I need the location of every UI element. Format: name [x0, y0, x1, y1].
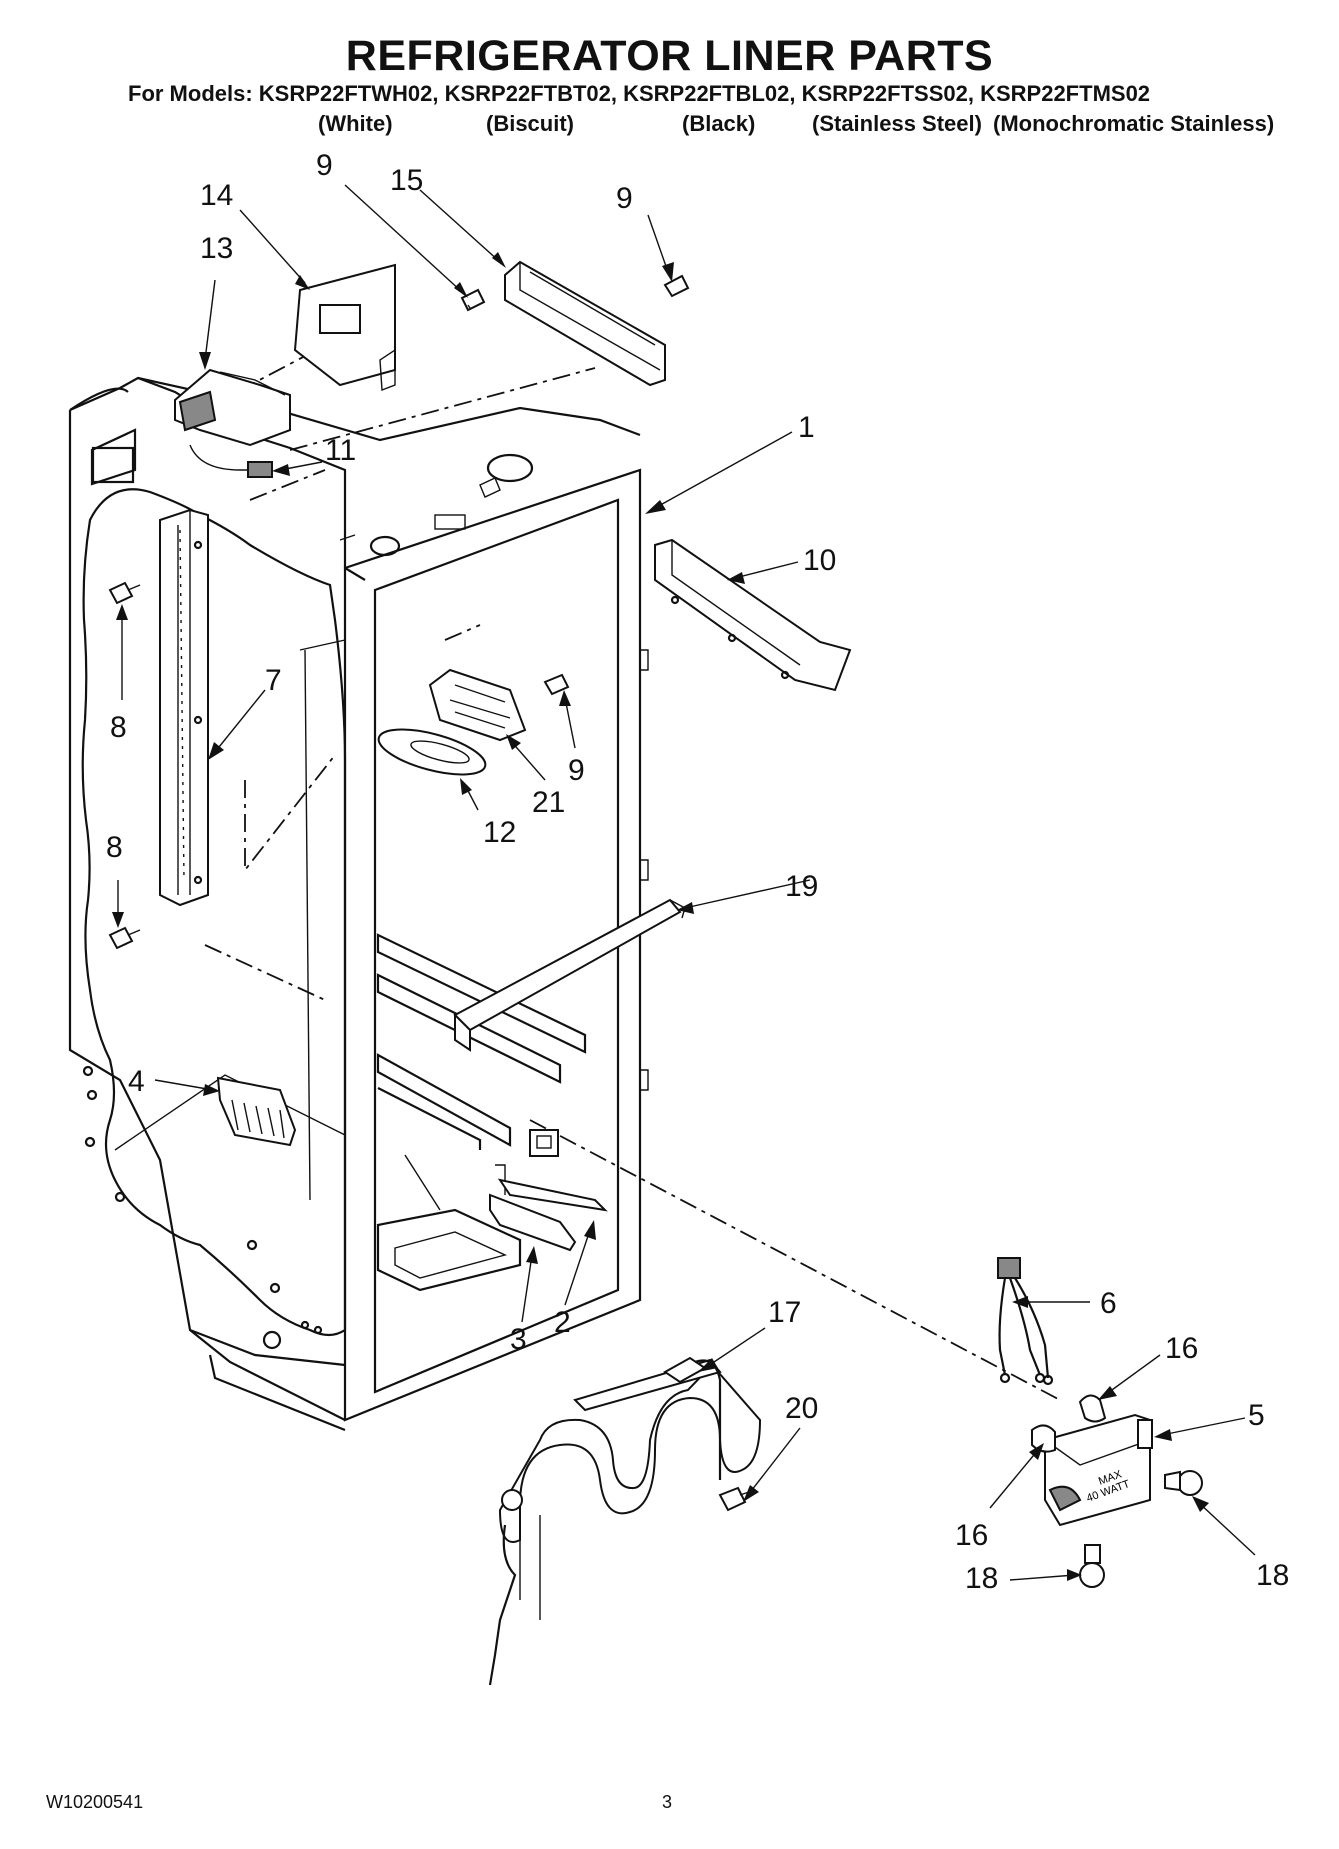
part-16-clip-lower	[1031, 1424, 1056, 1453]
part-7-vertical-strip	[159, 508, 209, 907]
callout-16-lower: 16	[955, 1519, 988, 1552]
screw-9-top-right	[663, 274, 690, 298]
callout-15: 15	[390, 164, 423, 197]
screw-9-top-left	[460, 288, 486, 312]
part-6-wire-harness	[997, 1257, 1054, 1386]
part-4-grille	[216, 1076, 297, 1147]
callout-9-top-left: 9	[316, 149, 333, 182]
callout-5: 5	[1248, 1399, 1265, 1432]
page-title: REFRIGERATOR LINER PARTS	[345, 32, 994, 80]
screw-8-upper	[108, 581, 141, 605]
callout-18-bottom: 18	[965, 1562, 998, 1595]
part-2-bracket	[497, 1129, 608, 1212]
callout-labels: 14 13 9 15 9 1 11 10 8 7 9 21 12 8 19 4 …	[106, 149, 1289, 1595]
page-number: 3	[662, 1792, 673, 1812]
callout-8-upper: 8	[110, 711, 127, 744]
part-3-bracket	[489, 1164, 577, 1252]
callout-9-middle: 9	[568, 754, 585, 787]
callout-1: 1	[798, 411, 815, 444]
variant-biscuit: (Biscuit)	[486, 111, 574, 136]
variant-white: (White)	[318, 111, 393, 136]
callout-20: 20	[785, 1392, 818, 1425]
callout-11: 11	[325, 434, 356, 467]
part-16-clip-upper	[1078, 1394, 1107, 1423]
callout-12: 12	[483, 816, 516, 849]
part-17-evaporator-coil	[488, 1356, 762, 1686]
callout-9-top-right: 9	[616, 182, 633, 215]
part-18-bulb-right	[1164, 1470, 1203, 1496]
variant-black: (Black)	[682, 111, 756, 136]
part-10-duct-cover	[654, 538, 852, 692]
liner-cabinet	[68, 376, 649, 1432]
leader-arrows	[112, 184, 1256, 1581]
callout-6: 6	[1100, 1287, 1117, 1320]
callout-18-right: 18	[1256, 1559, 1289, 1592]
callout-3: 3	[510, 1323, 527, 1356]
screw-9-middle	[543, 673, 570, 696]
part-5-lamp-socket: MAX 40 WATT	[1044, 1413, 1153, 1527]
part-13-control-housing	[174, 368, 291, 471]
part-21-plate	[428, 668, 527, 742]
callout-16-upper: 16	[1165, 1332, 1198, 1365]
screw-20	[718, 1486, 756, 1512]
part-11-connector	[247, 461, 273, 478]
document-number: W10200541	[46, 1792, 144, 1812]
callout-10: 10	[803, 544, 836, 577]
callout-17: 17	[768, 1296, 801, 1329]
callout-8-lower: 8	[106, 831, 123, 864]
variant-monochromatic-stainless: (Monochromatic Stainless)	[993, 111, 1275, 136]
callout-7: 7	[265, 664, 282, 697]
callout-14: 14	[200, 179, 233, 212]
models-line: For Models: KSRP22FTWH02, KSRP22FTBT02, …	[128, 81, 1151, 106]
callout-13: 13	[200, 232, 233, 265]
variant-stainless-steel: (Stainless Steel)	[812, 111, 982, 136]
part-12-badge	[377, 728, 487, 776]
assembly-lines	[204, 334, 1061, 1401]
callout-4: 4	[128, 1065, 145, 1098]
part-15-rail	[504, 260, 666, 387]
callout-2: 2	[554, 1306, 571, 1339]
screw-8-lower	[108, 926, 141, 950]
part-18-bulb-bottom	[1079, 1544, 1105, 1588]
part-14-bracket	[293, 263, 396, 391]
callout-19: 19	[785, 870, 818, 903]
callout-21: 21	[532, 786, 565, 819]
